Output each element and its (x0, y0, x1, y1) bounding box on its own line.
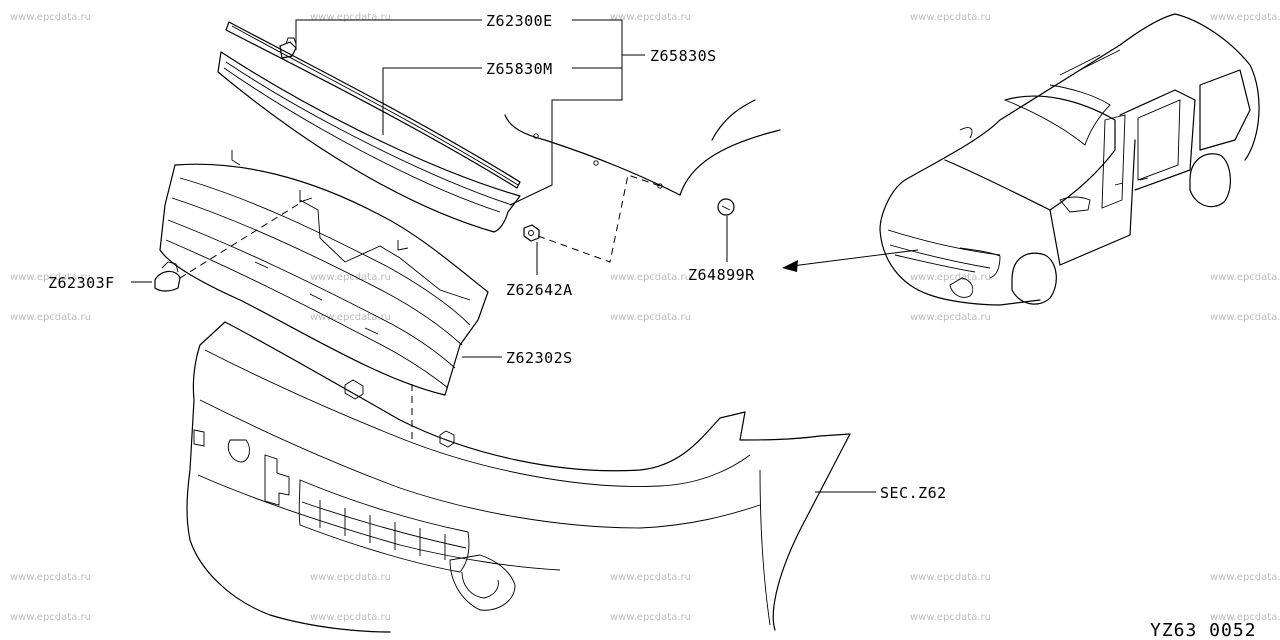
callout-grille-clip: Z62303F (48, 274, 115, 292)
watermark-text: www.epcdata.ru (1210, 12, 1280, 23)
watermark-layer: www.epcdata.ru www.epcdata.ru www.epcdata.… (10, 12, 1280, 623)
callout-grille-nut: Z62642A (506, 281, 573, 299)
watermark-text: www.epcdata.ru (1210, 612, 1280, 623)
radiator-grille (159, 150, 489, 396)
front-bumper (186, 321, 851, 633)
watermark-text: www.epcdata.ru (310, 312, 391, 323)
grille-clip-icon (154, 261, 181, 292)
watermark-text: www.epcdata.ru (610, 272, 691, 283)
watermark-text: www.epcdata.ru (10, 272, 91, 283)
molding-assembly (217, 51, 521, 233)
location-arrow (782, 249, 919, 272)
watermark-text: www.epcdata.ru (310, 572, 391, 583)
watermark-text: www.epcdata.ru (910, 272, 991, 283)
watermark-text: www.epcdata.ru (310, 272, 391, 283)
watermark-text: www.epcdata.ru (910, 612, 991, 623)
watermark-text: www.epcdata.ru (10, 612, 91, 623)
watermark-text: www.epcdata.ru (310, 612, 391, 623)
upper-molding-strip (225, 21, 521, 189)
watermark-text: www.epcdata.ru (10, 12, 91, 23)
watermark-text: www.epcdata.ru (910, 312, 991, 323)
callout-molding-assembly: Z65830M (486, 60, 553, 78)
watermark-text: www.epcdata.ru (610, 612, 691, 623)
molding-clip-icon (279, 37, 297, 59)
assembly-dashed-lines (179, 174, 661, 440)
callout-bumper-section: SEC.Z62 (880, 484, 947, 502)
leader-lines (131, 19, 876, 493)
callout-grommet: Z64899R (688, 266, 755, 284)
grille-nut-icon (523, 224, 540, 242)
drawing-reference: YZ63 0052 (1150, 620, 1257, 640)
watermark-text: www.epcdata.ru (1210, 272, 1280, 283)
grommet-icon (717, 198, 735, 216)
callout-upper-molding: Z62300E (486, 12, 553, 30)
watermark-text: www.epcdata.ru (610, 312, 691, 323)
watermark-text: www.epcdata.ru (10, 572, 91, 583)
callout-molding-set: Z65830S (650, 47, 717, 65)
callout-radiator-grille: Z62302S (506, 349, 573, 367)
watermark-text: www.epcdata.ru (1210, 572, 1280, 583)
body-panel-edge (504, 99, 781, 196)
watermark-text: www.epcdata.ru (310, 12, 391, 23)
vehicle-illustration (879, 13, 1260, 306)
watermark-text: www.epcdata.ru (610, 572, 691, 583)
watermark-text: www.epcdata.ru (1210, 312, 1280, 323)
watermark-text: www.epcdata.ru (910, 12, 991, 23)
watermark-text: www.epcdata.ru (10, 312, 91, 323)
watermark-text: www.epcdata.ru (610, 12, 691, 23)
watermark-text: www.epcdata.ru (910, 572, 991, 583)
